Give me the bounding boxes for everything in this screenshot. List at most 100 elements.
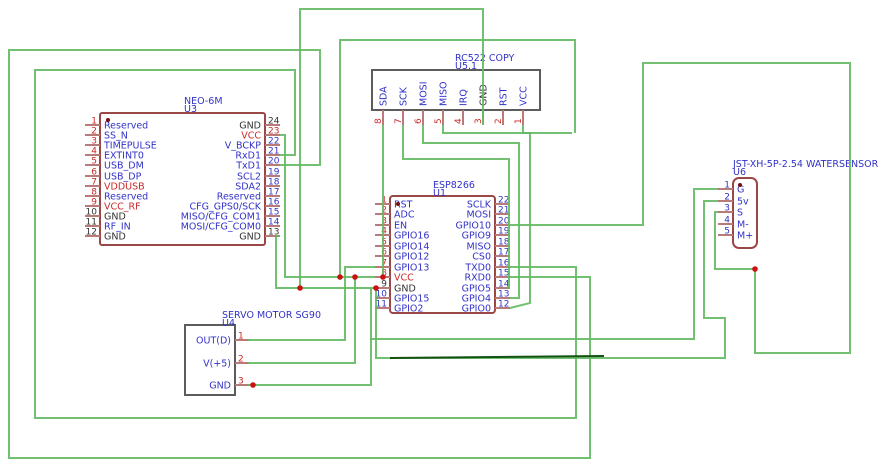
pin-label: RXD0 [465,273,491,284]
pin-u4-2[interactable]: 2V(+5) [203,355,250,370]
pin-number: 14 [268,218,280,228]
pin-label: CFG_GPS0/SCK [190,202,262,213]
pin-number: 16 [268,198,280,208]
pin-number: 10 [376,290,388,300]
component-body[interactable] [99,112,266,246]
pin-number: 6 [414,118,424,124]
component-body[interactable] [184,324,236,396]
wire-rc522-sck-to-gpio5[interactable] [402,125,510,289]
wire-gpio10-to-sensor-s[interactable] [510,62,851,354]
component-u5-1[interactable]: RC522 COPYU5.1SDA8SCK7MOSI6MISO5IRQ4GND3… [371,53,541,125]
pin-number: 2 [238,355,244,365]
component-ref: U1 [433,188,446,199]
component-title: ESP8266 [433,180,475,191]
wire-neo-txd1-to-esp-rxd0[interactable] [8,49,591,459]
component-ref: U4 [222,318,235,329]
pin-label: GND [239,121,261,132]
pin-u3-22[interactable]: 22V_BCKP [225,137,280,152]
wire-neo-rxd1-to-esp-txd0[interactable] [34,69,577,419]
wire-overlap-dark-segment[interactable] [389,355,605,359]
wire-sensor-g-line[interactable] [371,188,718,340]
wire-servo-out-to-gpio13[interactable] [248,266,375,341]
component-body[interactable] [371,69,541,111]
wire-servo-gnd-to-gnd[interactable] [248,288,372,386]
wire-sensor-5v-line[interactable] [375,200,726,359]
pin-number: 3 [724,204,730,214]
pin-label: TIMEPULSE [103,141,157,152]
wire-top-40-link[interactable] [339,39,576,277]
component-body[interactable] [389,195,496,314]
pin-label: MISO [439,81,450,106]
pin-number: 1 [381,196,387,206]
wire-rc522-mosi-to-gpio4[interactable] [422,125,520,299]
wire-rc522-miso-branch[interactable] [442,125,572,134]
pin-label: GND [104,212,126,223]
wire-rc522-vcc-to-gpio0[interactable] [509,125,531,309]
pin-label: GPIO5 [462,284,491,295]
pin-u3-16[interactable]: 16 CFG_GPS0/SCK [190,198,280,213]
pin-label: GPIO2 [394,304,423,315]
wire-rc522-gnd-top-loop[interactable] [299,8,484,288]
pin-label: EN [394,221,407,232]
wire-servo-v5-to-vcc[interactable] [248,277,356,364]
wire-gnd-rail[interactable] [275,235,376,289]
pin-number: 21 [268,147,279,157]
wire-vcc-rail[interactable] [280,134,375,278]
